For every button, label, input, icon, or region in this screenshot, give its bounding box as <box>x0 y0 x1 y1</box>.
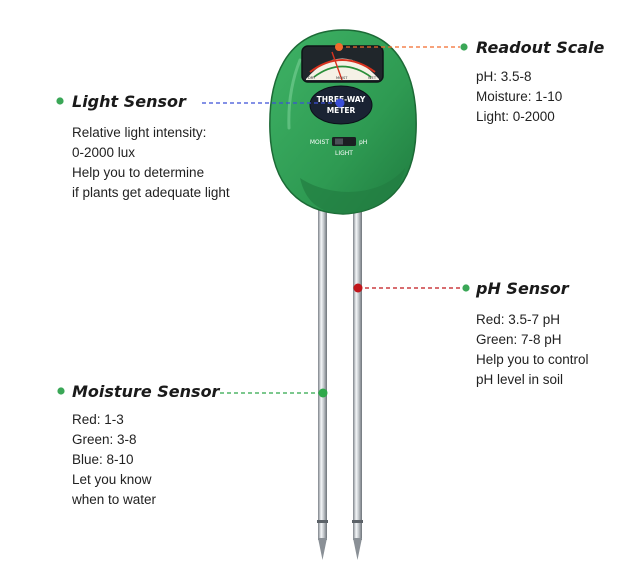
light-bullet <box>56 97 64 105</box>
ph-line: pH level in soil <box>476 372 564 387</box>
moisture-line: Green: 3-8 <box>72 432 137 447</box>
mode-switch: MOIST pH LIGHT <box>310 137 367 157</box>
moisture-line: Red: 1-3 <box>72 412 124 427</box>
shell-lower-fold <box>300 168 405 214</box>
moisture-bullet <box>57 387 65 395</box>
leader-lines <box>56 43 470 398</box>
moisture-probe <box>318 200 327 540</box>
ph-sensor-details: Red: 3.5-7 pH Green: 7-8 pH Help you to … <box>476 310 589 390</box>
ph-probe-ring <box>352 520 363 523</box>
ph-dot <box>353 283 363 293</box>
readout-line: pH: 3.5-8 <box>476 69 532 84</box>
switch-light-label: LIGHT <box>335 150 353 157</box>
readout-scale-title: Readout Scale <box>476 38 605 57</box>
moisture-probe-ring <box>317 520 328 523</box>
ph-line: Green: 7-8 pH <box>476 332 562 347</box>
readout-bullet <box>460 43 468 51</box>
moisture-dot <box>318 388 328 398</box>
light-line: Help you to determine <box>72 165 205 180</box>
dial-wet-label: WET <box>368 76 377 80</box>
ph-probe-tip <box>353 538 362 560</box>
readout-line: Moisture: 1-10 <box>476 89 563 104</box>
light-line: Relative light intensity: <box>72 125 207 140</box>
moisture-line: Blue: 8-10 <box>72 452 134 467</box>
light-line: 0-2000 lux <box>72 145 136 160</box>
moisture-probe-tip <box>318 538 327 560</box>
dial-moist-label: MOIST <box>336 76 348 80</box>
shell-highlight <box>287 58 302 130</box>
readout-scale-details: pH: 3.5-8 Moisture: 1-10 Light: 0-2000 <box>476 67 562 127</box>
moisture-sensor-title: Moisture Sensor <box>72 382 220 401</box>
ph-sensor-title: pH Sensor <box>476 279 569 298</box>
dial-window: DRY MOIST WET <box>301 45 384 83</box>
moisture-sensor-details: Red: 1-3 Green: 3-8 Blue: 8-10 Let you k… <box>72 410 156 510</box>
ph-probe <box>353 206 362 540</box>
dial-dry-label: DRY <box>308 76 316 80</box>
light-dot <box>335 98 345 108</box>
switch-ph-label: pH <box>359 139 367 146</box>
moisture-line: when to water <box>72 492 157 507</box>
probes <box>317 200 363 560</box>
light-line: if plants get adequate light <box>72 185 230 200</box>
meter-body: DRY MOIST WET THREE-WAY METER MOIST pH L… <box>269 29 417 215</box>
moisture-line: Let you know <box>72 472 152 487</box>
readout-line: Light: 0-2000 <box>476 109 555 124</box>
ph-bullet <box>462 284 470 292</box>
readout-dot <box>335 43 343 51</box>
switch-moist-label: MOIST <box>310 139 329 146</box>
light-sensor-title: Light Sensor <box>72 92 186 111</box>
ph-line: Red: 3.5-7 pH <box>476 312 561 327</box>
light-sensor-details: Relative light intensity: 0-2000 lux Hel… <box>72 123 230 203</box>
badge-line-2: METER <box>327 106 356 115</box>
ph-line: Help you to control <box>476 352 589 367</box>
